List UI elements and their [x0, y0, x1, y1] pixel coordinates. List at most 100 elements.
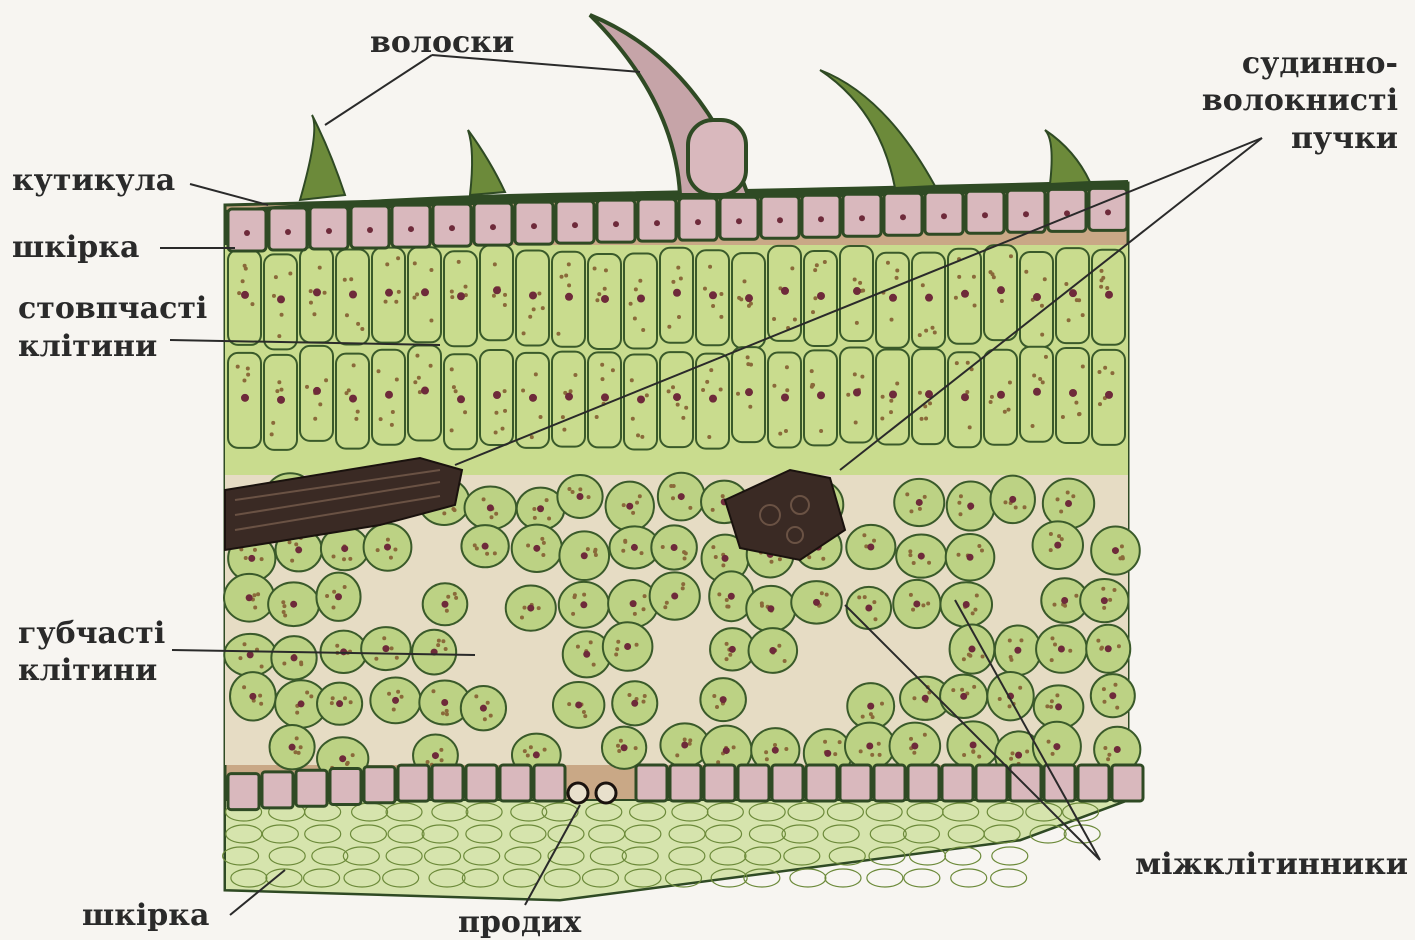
cell-nucleus	[291, 654, 298, 661]
chloroplast	[926, 601, 930, 605]
chloroplast	[547, 517, 551, 521]
chloroplast	[617, 749, 621, 753]
chloroplast	[1014, 506, 1018, 510]
chloroplast	[242, 685, 246, 689]
cell-nucleus	[1101, 597, 1108, 604]
chloroplast	[1099, 647, 1103, 651]
chloroplast	[323, 291, 327, 295]
chloroplast	[872, 539, 876, 543]
chloroplast	[1100, 278, 1104, 282]
chloroplast	[377, 369, 381, 373]
chloroplast	[374, 657, 378, 661]
cell-nucleus	[576, 493, 583, 500]
cell-nucleus	[922, 695, 929, 702]
cell-nucleus	[601, 393, 609, 401]
chloroplast	[784, 429, 788, 433]
chloroplast	[1096, 639, 1100, 643]
chloroplast	[921, 283, 925, 287]
chloroplast	[701, 388, 705, 392]
chloroplast	[345, 762, 349, 766]
epidermis-cell	[1078, 765, 1109, 801]
chloroplast	[616, 640, 620, 644]
chloroplast	[863, 595, 867, 599]
chloroplast	[661, 545, 665, 549]
chloroplast	[451, 507, 455, 511]
chloroplast	[889, 399, 893, 403]
chloroplast	[280, 313, 284, 317]
cell-nucleus	[889, 294, 897, 302]
chloroplast	[474, 694, 478, 698]
chloroplast	[1067, 318, 1071, 322]
chloroplast	[1049, 532, 1053, 536]
chloroplast	[1040, 304, 1044, 308]
chloroplast	[960, 688, 964, 692]
cell-nucleus	[575, 701, 582, 708]
cell-nucleus	[961, 290, 969, 298]
chloroplast	[991, 272, 995, 276]
chloroplast	[1112, 588, 1116, 592]
chloroplast	[1053, 643, 1057, 647]
chloroplast	[853, 372, 857, 376]
chloroplast	[567, 702, 571, 706]
label-cuticle: кутикула	[12, 163, 175, 198]
chloroplast	[889, 410, 893, 414]
cell-nucleus	[1014, 647, 1021, 654]
chloroplast	[564, 274, 568, 278]
chloroplast	[1066, 490, 1070, 494]
cell-nucleus	[537, 505, 544, 512]
cell-nucleus	[289, 744, 296, 751]
epidermis-cell	[874, 765, 905, 801]
chloroplast	[1032, 373, 1036, 377]
cell-nucleus	[1105, 391, 1113, 399]
chloroplast	[855, 321, 859, 325]
chloroplast	[980, 549, 984, 553]
chloroplast	[773, 743, 777, 747]
chloroplast	[335, 644, 339, 648]
chloroplast	[642, 607, 646, 611]
chloroplast	[711, 545, 715, 549]
chloroplast	[537, 291, 541, 295]
epidermis-cell	[296, 770, 327, 806]
chloroplast	[309, 289, 313, 293]
chloroplast	[442, 511, 446, 515]
cell-nucleus	[449, 225, 455, 231]
chloroplast	[630, 378, 634, 382]
chloroplast	[237, 291, 241, 295]
cell-nucleus	[457, 395, 465, 403]
chloroplast	[594, 553, 598, 557]
chloroplast	[450, 367, 454, 371]
chloroplast	[676, 266, 680, 270]
cell-nucleus	[695, 219, 701, 225]
chloroplast	[972, 275, 976, 279]
chloroplast	[445, 712, 449, 716]
chloroplast	[923, 495, 927, 499]
chloroplast	[811, 310, 815, 314]
lower-tissue-cell	[991, 869, 1027, 887]
chloroplast	[912, 696, 916, 700]
cell-nucleus	[313, 387, 321, 395]
chloroplast	[671, 496, 675, 500]
chloroplast	[1009, 757, 1013, 761]
chloroplast	[1025, 749, 1029, 753]
chloroplast	[436, 643, 440, 647]
chloroplast	[790, 266, 794, 270]
chloroplast	[600, 363, 604, 367]
chloroplast	[583, 714, 587, 718]
chloroplast	[968, 654, 972, 658]
chloroplast	[356, 410, 360, 414]
cell-nucleus	[313, 288, 321, 296]
cell-nucleus	[745, 294, 753, 302]
cell-nucleus	[1114, 746, 1121, 753]
chloroplast	[635, 643, 639, 647]
leader-cuticle	[190, 184, 268, 205]
chloroplast	[260, 557, 264, 561]
chloroplast	[918, 333, 922, 337]
cell-nucleus	[480, 705, 487, 712]
chloroplast	[244, 556, 248, 560]
cell-nucleus	[631, 700, 638, 707]
chloroplast	[576, 645, 580, 649]
chloroplast	[725, 657, 729, 661]
chloroplast	[966, 361, 970, 365]
cell-nucleus	[853, 389, 861, 397]
chloroplast	[501, 427, 505, 431]
